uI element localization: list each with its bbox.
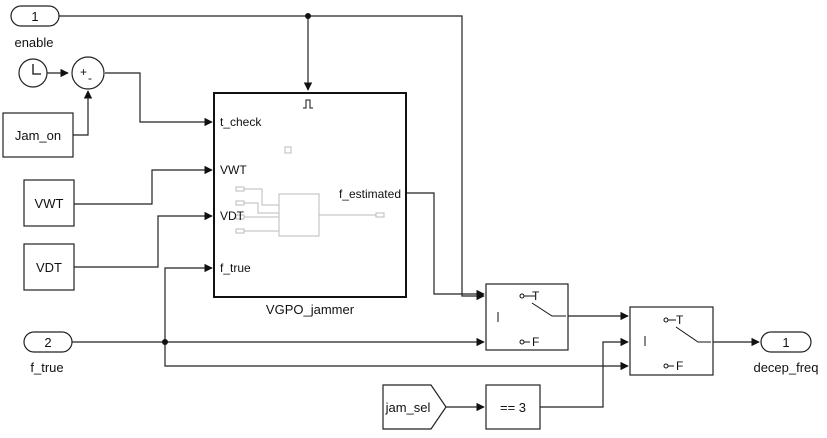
subsystem-preview-icon [235, 146, 385, 237]
wire-jamon-sum[interactable] [73, 90, 93, 136]
subsystem-input-t-check: t_check [220, 115, 262, 129]
wire-festimated[interactable] [406, 192, 485, 299]
jam-sel-from-block[interactable]: jam_sel [382, 384, 447, 430]
vwt-constant[interactable]: VWT [23, 179, 75, 227]
switch2-true-label: T [676, 313, 684, 327]
wire-compare-sw2[interactable] [540, 337, 629, 408]
vdt-label: VDT [36, 260, 62, 275]
switch1-false-label: F [532, 335, 539, 349]
wire-vdt[interactable] [74, 211, 213, 268]
wire-enable-main[interactable] [59, 15, 485, 301]
subsystem-input-f-true: f_true [220, 261, 251, 275]
outport-label: decep_freq [753, 360, 818, 375]
jam-sel-label: jam_sel [385, 400, 431, 415]
inport-enable[interactable]: 1 [10, 5, 60, 27]
sum-block[interactable]: + - [71, 56, 105, 90]
branch-point [305, 13, 311, 19]
switch-icon [644, 319, 711, 367]
jam-on-label: Jam_on [15, 128, 61, 143]
vwt-label: VWT [35, 196, 64, 211]
compare-to-constant[interactable]: == 3 [485, 384, 541, 430]
sum-plus-sign: + [80, 65, 87, 79]
inport-f-true[interactable]: 2 [23, 331, 73, 353]
trigger-icon [303, 99, 313, 109]
wire-vwt[interactable] [74, 165, 213, 205]
jam-on-constant[interactable]: Jam_on [2, 112, 74, 158]
wire-sum-tcheck[interactable] [105, 72, 213, 127]
wire-ftrue-sub[interactable] [164, 263, 213, 342]
inport-label-f-true: f_true [30, 360, 63, 375]
switch-2[interactable]: T F [629, 306, 714, 376]
outport-number: 1 [782, 335, 789, 350]
switch1-true-label: T [532, 289, 540, 303]
inport-number: 1 [31, 9, 38, 24]
switch2-false-label: F [676, 359, 683, 373]
inport-label-enable: enable [14, 35, 53, 50]
wire-ftrue-sw2[interactable] [164, 342, 629, 371]
clock-icon [32, 64, 41, 75]
subsystem-input-vdt: VDT [220, 209, 245, 223]
compare-label: == 3 [500, 400, 526, 415]
subsystem-input-vwt: VWT [220, 163, 247, 177]
vgpo-jammer-subsystem[interactable]: t_check VWT VDT f_true f_estimated [213, 92, 407, 298]
switch-icon [497, 295, 566, 343]
outport-decep-freq[interactable]: 1 [760, 331, 812, 353]
branch-point [162, 339, 168, 345]
clock-block[interactable] [18, 58, 48, 88]
inport-number: 2 [44, 335, 51, 350]
subsystem-output-f-estimated: f_estimated [339, 187, 401, 201]
vdt-constant[interactable]: VDT [23, 243, 75, 291]
switch-1[interactable]: T F [485, 283, 569, 351]
subsystem-name-label: VGPO_jammer [266, 302, 355, 317]
signal-lines [47, 13, 760, 412]
sum-minus-sign: - [88, 71, 92, 85]
